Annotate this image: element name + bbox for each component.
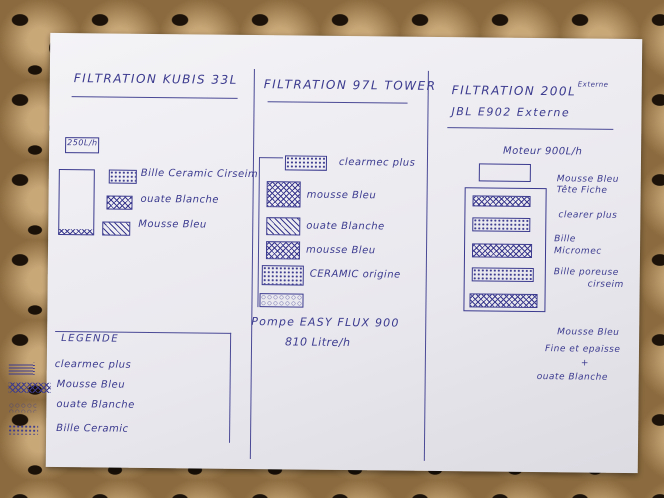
col3-layer-swatch-1 <box>472 195 531 207</box>
col3-motor-box <box>478 163 531 182</box>
col1-layer-swatch-3 <box>102 221 131 236</box>
legend-swatch-1 <box>8 362 35 375</box>
col3-motor-label: Moteur 900L/h <box>503 145 583 158</box>
legend-title: LEGENDE <box>61 333 120 345</box>
col3-label-2: Tête Fiche <box>556 185 608 196</box>
legend-item-3: ouate Blanche <box>56 398 135 411</box>
col3-layer-swatch-5 <box>469 293 538 309</box>
legend-swatch-2 <box>8 382 51 393</box>
col3-label-8: Mousse Bleu <box>557 327 620 338</box>
col3-layer-swatch-4 <box>471 267 534 282</box>
col2-layer-swatch-1 <box>284 155 328 171</box>
col2-layer-2: mousse Bleu <box>306 189 377 202</box>
col1-title: FILTRATION KUBIS 33L <box>73 71 238 87</box>
col2-pump-flow: 810 Litre/h <box>284 335 351 350</box>
col1-layer-2: ouate Blanche <box>140 193 220 206</box>
col2-layer-swatch-2 <box>266 181 301 208</box>
col1-layer-swatch-1 <box>108 169 137 184</box>
col3-label-6: Bille poreuse <box>553 267 619 278</box>
col1-layer-3: Mousse Bleu <box>138 218 207 231</box>
col3-label-1: Mousse Bleu <box>556 174 620 185</box>
col2-layer-swatch-4 <box>265 241 301 260</box>
col3-label-9: Fine et epaisse <box>544 344 621 355</box>
col2-layer-1: clearmec plus <box>338 156 416 169</box>
col1-tank <box>58 169 95 236</box>
col1-title-underline <box>71 96 238 99</box>
paper-sheet: FILTRATION KUBIS 33L 250L/h Bille Cerami… <box>8 32 643 474</box>
legend-right-border <box>229 332 232 443</box>
col3-label-7: cirseim <box>587 279 624 290</box>
col2-pipe-top <box>258 157 283 159</box>
col3-layer-swatch-2 <box>472 217 531 232</box>
col2-title-underline <box>267 101 408 104</box>
legend-swatch-4 <box>8 424 39 435</box>
col3-title: FILTRATION 200L <box>451 83 577 99</box>
col2-pipe <box>257 157 261 308</box>
col3-title-underline <box>447 127 614 130</box>
col2-layer-3: ouate Blanche <box>306 220 385 233</box>
column-divider-1 <box>249 69 256 460</box>
col2-title: FILTRATION 97L TOWER <box>263 77 437 93</box>
legend-item-1: clearmec plus <box>54 358 132 371</box>
col2-layer-4: mousse Bleu <box>305 244 376 257</box>
col3-label-4: Bille <box>554 234 576 245</box>
legend-item-2: Mousse Bleu <box>56 378 126 391</box>
col1-layer-1: Bille Ceramic Cirseim <box>140 167 259 181</box>
col2-pump-swatch <box>259 293 304 308</box>
col1-flow-label: 250L/h <box>67 138 98 148</box>
col2-layer-5: CERAMIC origine <box>309 268 401 281</box>
col3-title-note: Externe <box>577 80 609 89</box>
col2-layer-swatch-3 <box>266 217 301 236</box>
col3-layer-swatch-3 <box>471 243 533 258</box>
col3-label-10: + <box>580 358 589 369</box>
col3-label-5: Micromec <box>553 246 602 257</box>
col1-layer-swatch-2 <box>106 195 133 210</box>
legend-swatch-3 <box>8 402 37 413</box>
col3-label-11: ouate Blanche <box>536 372 609 383</box>
legend-item-4: Bille Ceramic <box>56 422 129 435</box>
col2-layer-swatch-5 <box>261 265 304 286</box>
col2-pump: Pompe EASY FLUX 900 <box>251 315 400 330</box>
col3-subtitle: JBL E902 Externe <box>451 105 571 120</box>
col3-label-3: clearer plus <box>558 210 618 221</box>
col1-tank-bottom <box>58 229 94 235</box>
column-divider-2 <box>423 70 430 461</box>
